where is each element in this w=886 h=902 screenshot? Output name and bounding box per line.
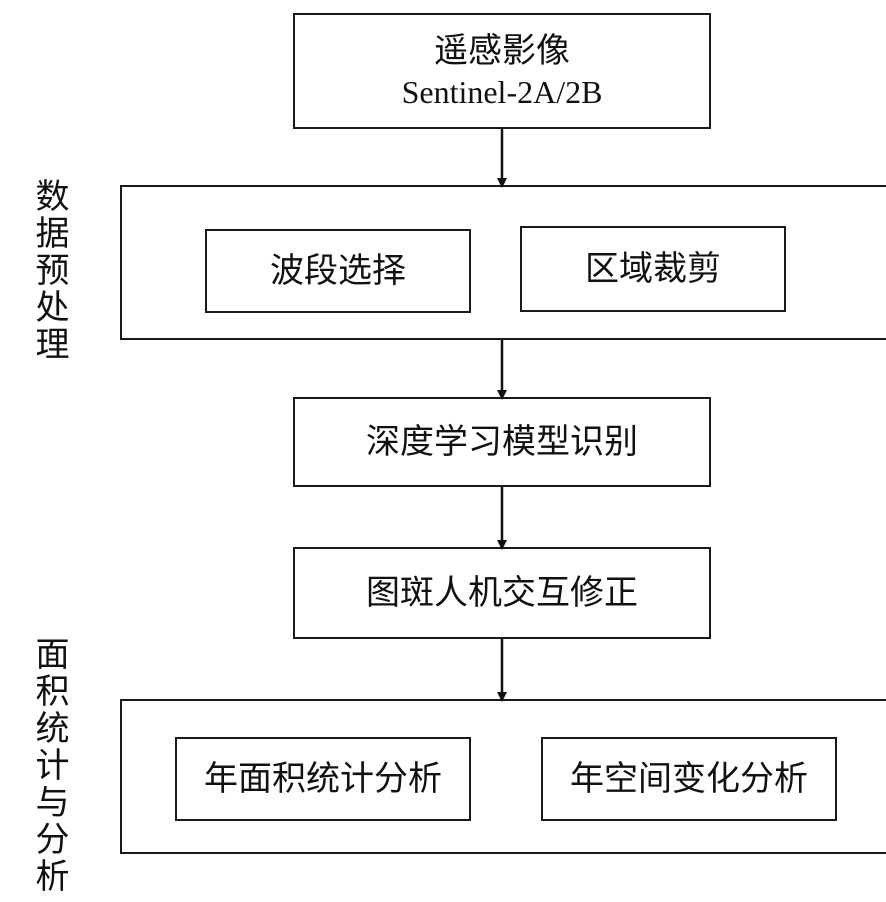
region-clipping-box: 区域裁剪 bbox=[520, 226, 786, 312]
annual-area-stats-box: 年面积统计分析 bbox=[175, 737, 471, 821]
group-label-preprocessing: 数据预处理 bbox=[29, 178, 69, 363]
source-title: 遥感影像 bbox=[434, 30, 570, 71]
source-box bbox=[293, 13, 711, 129]
annual-spatial-change-box: 年空间变化分析 bbox=[541, 737, 837, 821]
group-label-area-stats: 面积统计与分析 bbox=[29, 636, 69, 895]
dl-recognition-box: 深度学习模型识别 bbox=[293, 397, 711, 487]
source-subtitle: Sentinel-2A/2B bbox=[401, 74, 603, 111]
source-label: 遥感影像 Sentinel-2A/2B bbox=[293, 13, 711, 129]
band-selection-box: 波段选择 bbox=[205, 229, 471, 313]
manual-correction-box: 图斑人机交互修正 bbox=[293, 547, 711, 639]
